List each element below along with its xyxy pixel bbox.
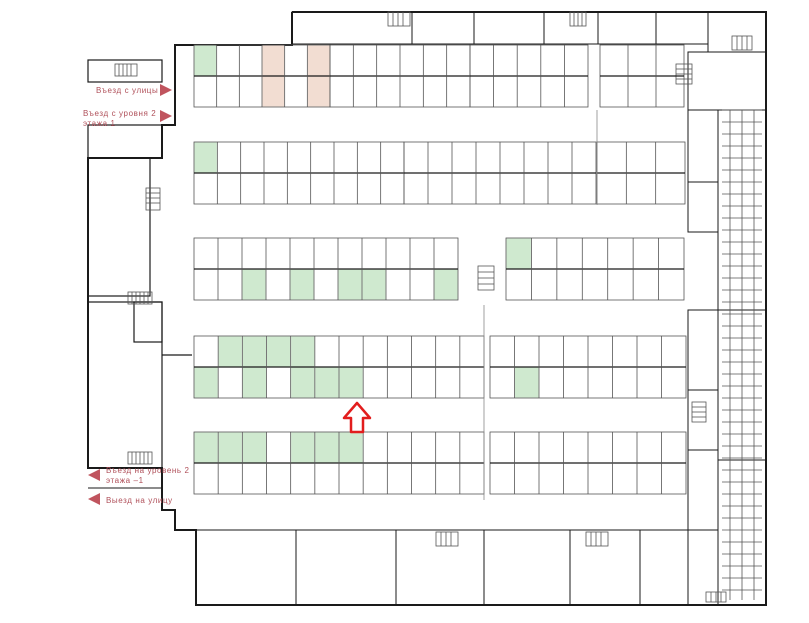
- parking-spot-available[interactable]: [362, 269, 386, 300]
- parking-spot-reserved[interactable]: [307, 76, 330, 107]
- parking-spot-available[interactable]: [242, 432, 266, 463]
- parking-spot-reserved[interactable]: [262, 76, 285, 107]
- parking-spot-available[interactable]: [315, 432, 339, 463]
- parking-block: [193, 141, 405, 205]
- parking-spot-available[interactable]: [291, 367, 315, 398]
- parking-spot-available[interactable]: [506, 238, 531, 269]
- parking-spot-available[interactable]: [218, 336, 242, 367]
- triangle-arrow-icon: [88, 469, 100, 481]
- triangle-arrow-icon: [160, 110, 172, 122]
- parking-block: [489, 335, 687, 399]
- parking-spot-available[interactable]: [339, 367, 363, 398]
- parking-spot-available[interactable]: [194, 367, 218, 398]
- label-entry-from-level2-line1: Въезд с уровня 2: [83, 109, 156, 118]
- parking-spot-available[interactable]: [291, 432, 315, 463]
- stairs-icon: [114, 11, 753, 603]
- parking-spot-reserved[interactable]: [307, 45, 330, 76]
- parking-block: [505, 237, 685, 301]
- parking-spot-available[interactable]: [242, 367, 266, 398]
- parking-spot-available[interactable]: [194, 45, 217, 76]
- parking-spot-available[interactable]: [267, 336, 291, 367]
- parking-spot-available[interactable]: [338, 269, 362, 300]
- parking-spot-available[interactable]: [434, 269, 458, 300]
- parking-block: [596, 141, 686, 205]
- right-corridor-spots: [722, 109, 762, 600]
- parking-spot-available[interactable]: [291, 336, 315, 367]
- parking-block: [489, 431, 687, 495]
- triangle-arrow-icon: [160, 84, 172, 96]
- label-exit-to-street: Выезд на улицу: [106, 496, 173, 505]
- label-entry-to-level2-line2: этажа –1: [106, 476, 144, 485]
- parking-spot-available[interactable]: [194, 142, 217, 173]
- parking-spot-available[interactable]: [242, 269, 266, 300]
- red-up-arrow-icon: [342, 401, 372, 434]
- label-entry-to-level2-line1: Въезд на уровень 2: [106, 466, 190, 475]
- parking-spot-available[interactable]: [242, 336, 266, 367]
- central-pillar-lines: [483, 110, 598, 500]
- direction-labels: Въезд с улицы Въезд с уровня 2 этажа 1 В…: [83, 84, 190, 505]
- parking-block: [469, 44, 589, 108]
- label-entry-from-street: Въезд с улицы: [96, 86, 158, 95]
- parking-spot-reserved[interactable]: [262, 45, 285, 76]
- parking-spot-available[interactable]: [218, 432, 242, 463]
- parking-spot-available[interactable]: [290, 269, 314, 300]
- parking-spot-available[interactable]: [315, 367, 339, 398]
- triangle-arrow-icon: [88, 493, 100, 505]
- bottom-rooms: [195, 529, 719, 606]
- parking-spot-available[interactable]: [194, 432, 218, 463]
- parking-block: [599, 44, 685, 108]
- parking-spot-available[interactable]: [339, 432, 363, 463]
- parking-block: [193, 237, 459, 301]
- parking-spots: [193, 44, 687, 495]
- parking-block: [403, 141, 597, 205]
- parking-spot-available[interactable]: [515, 367, 539, 398]
- label-entry-from-level2-line2: этажа 1: [83, 119, 116, 128]
